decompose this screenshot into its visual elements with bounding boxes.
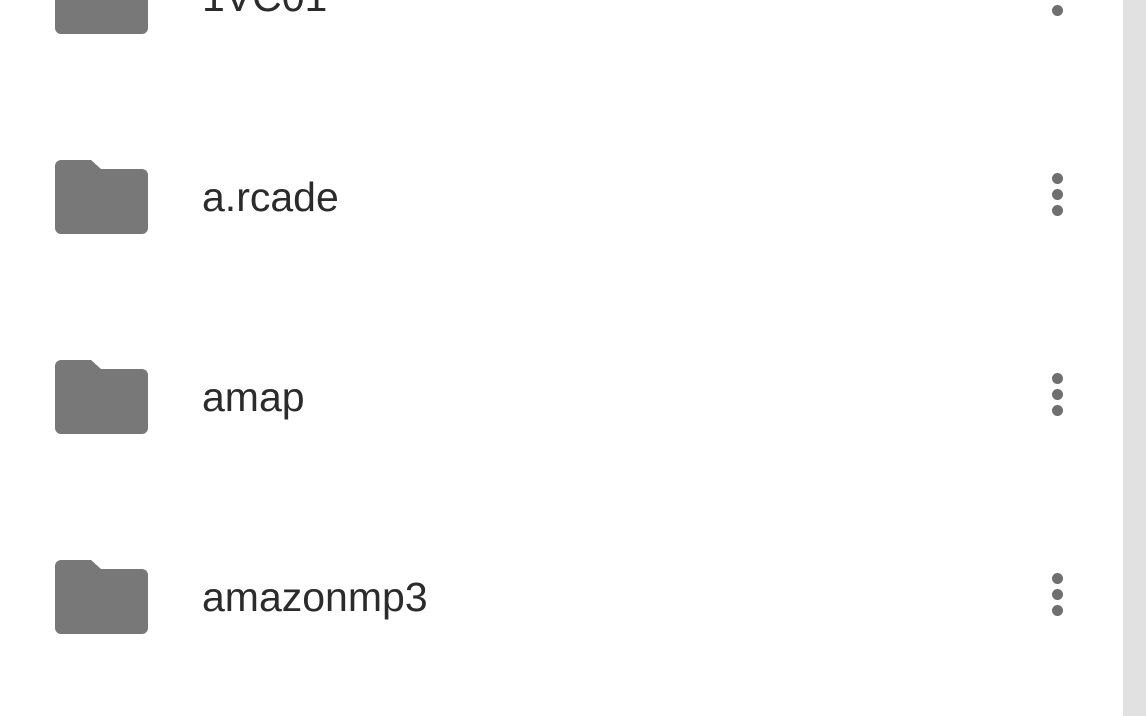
folder-icon xyxy=(55,0,148,34)
folder-list: 1VC01 a.rcade amap amazonmp3 xyxy=(0,0,1122,698)
folder-icon xyxy=(55,160,148,234)
more-options-icon[interactable] xyxy=(1044,370,1070,426)
more-options-icon[interactable] xyxy=(1044,570,1070,626)
folder-row[interactable]: a.rcade xyxy=(0,98,1122,298)
folder-row[interactable]: amazonmp3 xyxy=(0,498,1122,698)
folder-icon xyxy=(55,560,148,634)
more-options-icon[interactable] xyxy=(1044,170,1070,226)
folder-name: a.rcade xyxy=(202,174,339,220)
folder-row[interactable]: 1VC01 xyxy=(0,0,1122,98)
folder-name: amazonmp3 xyxy=(202,574,428,620)
folder-row[interactable]: amap xyxy=(0,298,1122,498)
folder-name: amap xyxy=(202,374,305,420)
scrollbar[interactable] xyxy=(1123,0,1146,716)
folder-icon xyxy=(55,360,148,434)
more-options-icon[interactable] xyxy=(1044,0,1070,26)
folder-name: 1VC01 xyxy=(202,0,327,22)
